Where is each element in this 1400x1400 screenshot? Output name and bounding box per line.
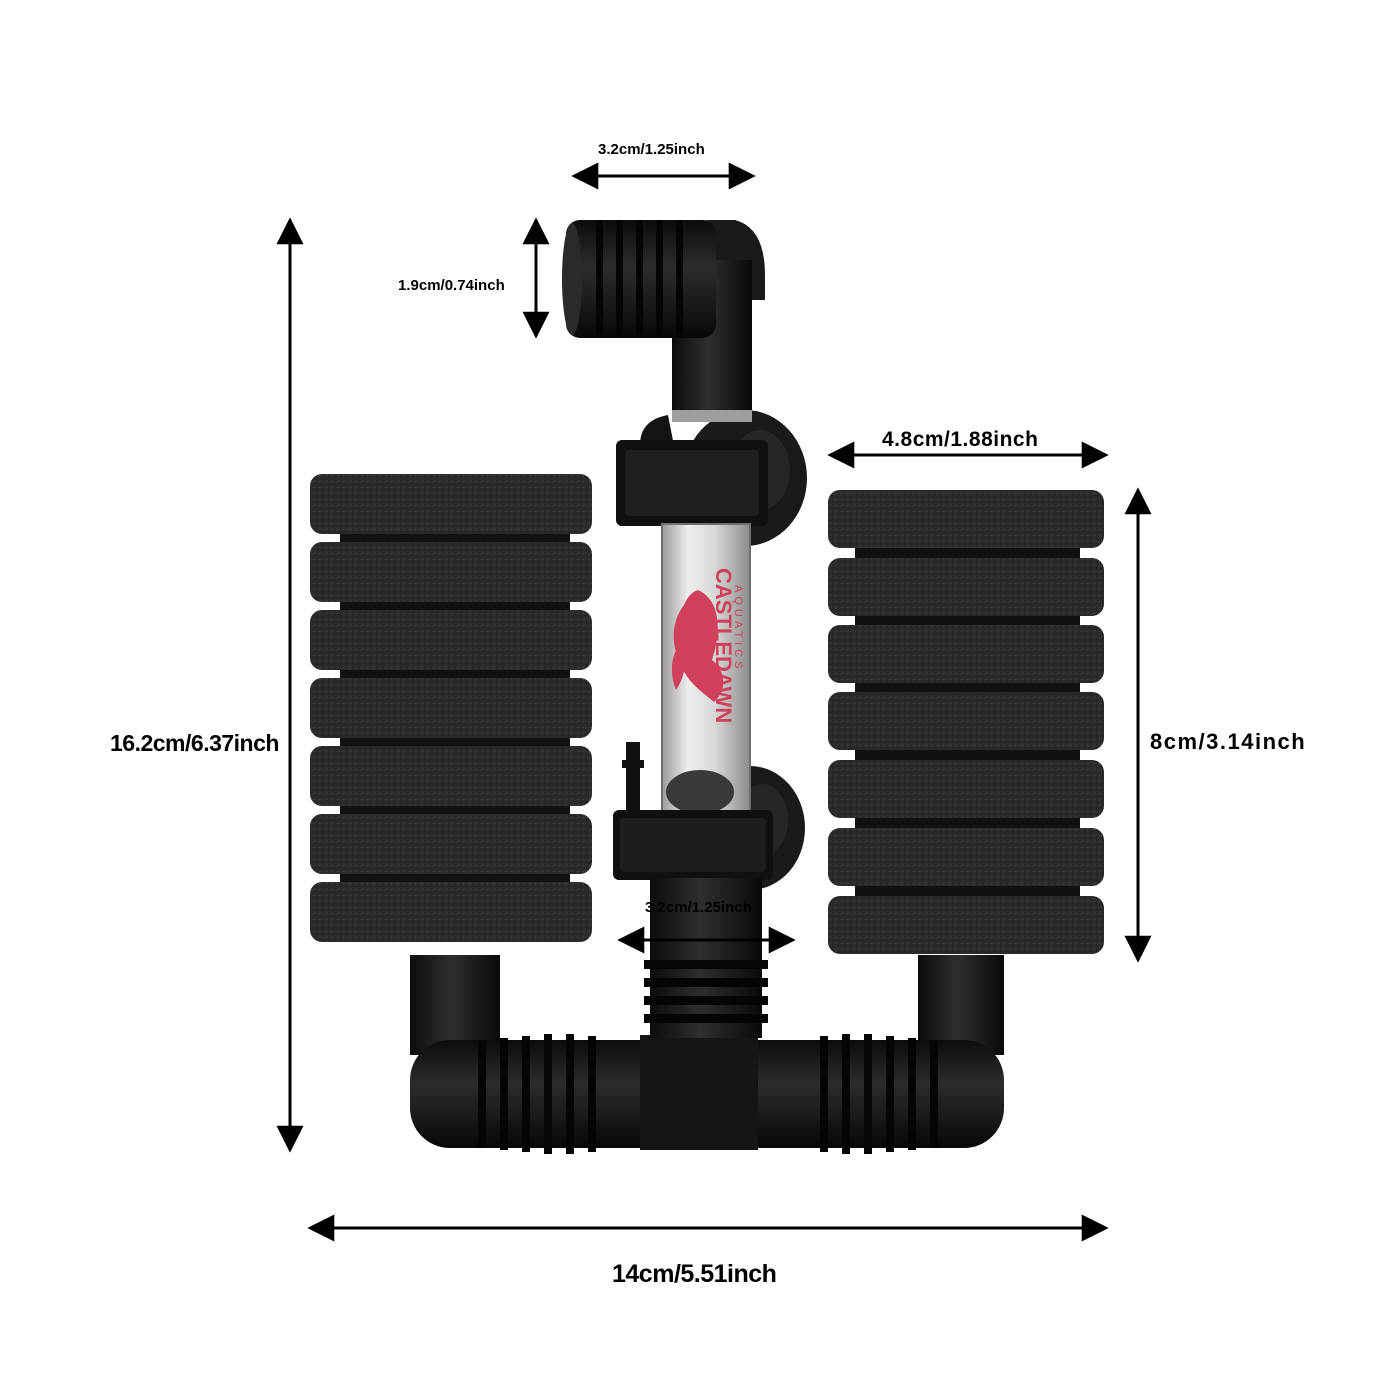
label-sponge-width: 4.8cm/1.88inch — [882, 428, 1039, 451]
label-top-outlet-width: 3.2cm/1.25inch — [598, 141, 705, 158]
sponge-right — [828, 490, 1104, 954]
label-outlet-mouth-height: 1.9cm/0.74inch — [398, 277, 505, 294]
manifold — [410, 955, 1004, 1154]
logo-subtext: AQUATICS — [732, 585, 744, 672]
label-sponge-height: 8cm/3.14inch — [1150, 729, 1307, 754]
sponge-left — [310, 474, 592, 942]
label-total-width: 14cm/5.51inch — [612, 1260, 777, 1288]
logo-wordmark: CASTLEDAWN — [711, 568, 736, 723]
label-tube-base-width: 3.2cm/1.25inch — [645, 899, 752, 916]
outlet-elbow — [562, 220, 765, 422]
lift-tube — [562, 220, 807, 1038]
air-inlet — [626, 742, 640, 814]
brand-logo: CASTLEDAWN AQUATICS — [671, 568, 744, 723]
label-total-height: 16.2cm/6.37inch — [110, 730, 279, 756]
